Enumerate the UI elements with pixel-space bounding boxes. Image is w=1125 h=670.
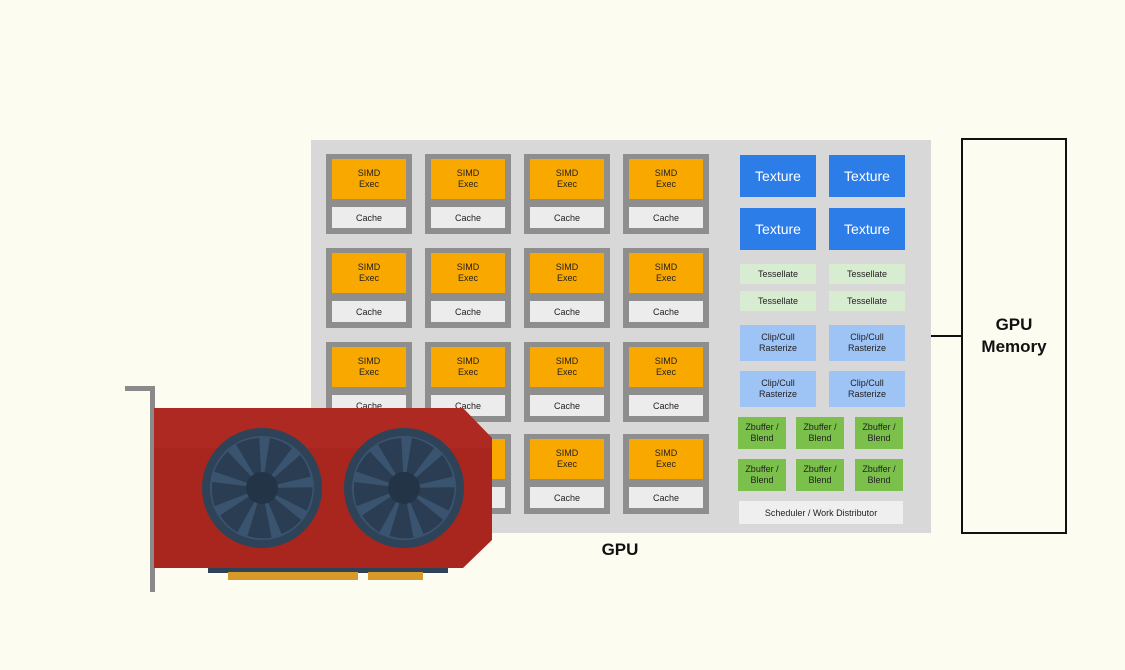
zbuffer-blend-unit: Zbuffer / Blend [796, 417, 844, 449]
simd-exec-unit: SIMD Exec [431, 347, 505, 387]
zbuffer-blend-unit: Zbuffer / Blend [855, 459, 903, 491]
core-cache: Cache [530, 395, 604, 416]
core-cache: Cache [332, 301, 406, 322]
core-cache: Cache [332, 207, 406, 228]
tessellate-unit: Tessellate [829, 264, 905, 284]
texture-unit: Texture [829, 155, 905, 197]
texture-unit: Texture [740, 208, 816, 250]
core-cache: Cache [629, 301, 703, 322]
simd-exec-unit: SIMD Exec [629, 347, 703, 387]
simd-exec-unit: SIMD Exec [332, 253, 406, 293]
texture-unit: Texture [829, 208, 905, 250]
simd-exec-unit: SIMD Exec [431, 253, 505, 293]
tessellate-unit: Tessellate [829, 291, 905, 311]
clip-cull-rasterize-unit: Clip/Cull Rasterize [829, 371, 905, 407]
core-cache: Cache [530, 301, 604, 322]
core-cache: Cache [530, 487, 604, 508]
simd-exec-unit: SIMD Exec [332, 159, 406, 199]
texture-unit: Texture [740, 155, 816, 197]
tessellate-unit: Tessellate [740, 291, 816, 311]
core-cache: Cache [629, 487, 703, 508]
simd-exec-unit: SIMD Exec [530, 159, 604, 199]
memory-connector-line [931, 335, 962, 337]
simd-exec-unit: SIMD Exec [629, 253, 703, 293]
simd-exec-unit: SIMD Exec [530, 253, 604, 293]
core-cache: Cache [431, 301, 505, 322]
clip-cull-rasterize-unit: Clip/Cull Rasterize [740, 325, 816, 361]
clip-cull-rasterize-unit: Clip/Cull Rasterize [740, 371, 816, 407]
zbuffer-blend-unit: Zbuffer / Blend [796, 459, 844, 491]
tessellate-unit: Tessellate [740, 264, 816, 284]
core-cache: Cache [629, 395, 703, 416]
gpu-memory-box: GPU Memory [961, 138, 1067, 534]
simd-exec-unit: SIMD Exec [629, 439, 703, 479]
core-cache: Cache [629, 207, 703, 228]
gpu-label: GPU [601, 540, 639, 559]
core-cache: Cache [431, 207, 505, 228]
core-cache: Cache [530, 207, 604, 228]
zbuffer-blend-unit: Zbuffer / Blend [738, 459, 786, 491]
graphics-card-icon [125, 386, 492, 592]
zbuffer-blend-unit: Zbuffer / Blend [738, 417, 786, 449]
simd-exec-unit: SIMD Exec [629, 159, 703, 199]
simd-exec-unit: SIMD Exec [530, 439, 604, 479]
simd-exec-unit: SIMD Exec [332, 347, 406, 387]
simd-exec-unit: SIMD Exec [431, 159, 505, 199]
scheduler-work-distributor: Scheduler / Work Distributor [739, 501, 903, 524]
clip-cull-rasterize-unit: Clip/Cull Rasterize [829, 325, 905, 361]
zbuffer-blend-unit: Zbuffer / Blend [855, 417, 903, 449]
simd-exec-unit: SIMD Exec [530, 347, 604, 387]
